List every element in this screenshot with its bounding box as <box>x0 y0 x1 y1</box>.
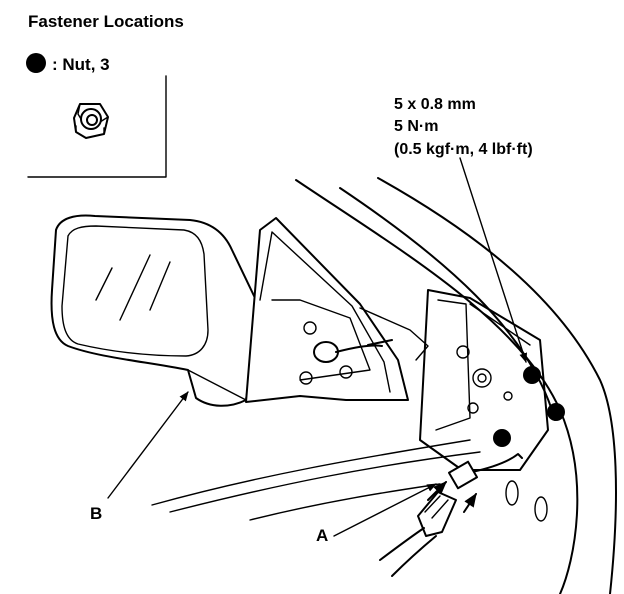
callout-b: B <box>90 504 102 523</box>
door-mirror <box>50 214 429 407</box>
nut-marker-upper <box>523 366 541 384</box>
connector-plug <box>379 453 523 577</box>
nut-marker-middle <box>547 403 565 421</box>
nut-marker-lower <box>493 429 511 447</box>
door-panel <box>151 177 617 594</box>
arrow-icon <box>463 492 477 513</box>
legend-label: : Nut, 3 <box>52 55 110 74</box>
arrow-icon <box>427 481 447 501</box>
spec-leader-line <box>459 157 528 363</box>
diagram-title: Fastener Locations <box>28 12 184 31</box>
spec-torque-alt: (0.5 kgf·m, 4 lbf·ft) <box>394 141 533 158</box>
callout-a: A <box>316 526 328 545</box>
callout-b-leader <box>107 391 189 499</box>
nut-inset-box <box>27 75 167 178</box>
nut-legend-symbol <box>26 53 46 73</box>
nut-icon <box>73 103 109 139</box>
callout-a-leader <box>333 483 437 537</box>
spec-size: 5 x 0.8 mm <box>394 96 476 113</box>
spec-torque-nm: 5 N·m <box>394 118 438 135</box>
